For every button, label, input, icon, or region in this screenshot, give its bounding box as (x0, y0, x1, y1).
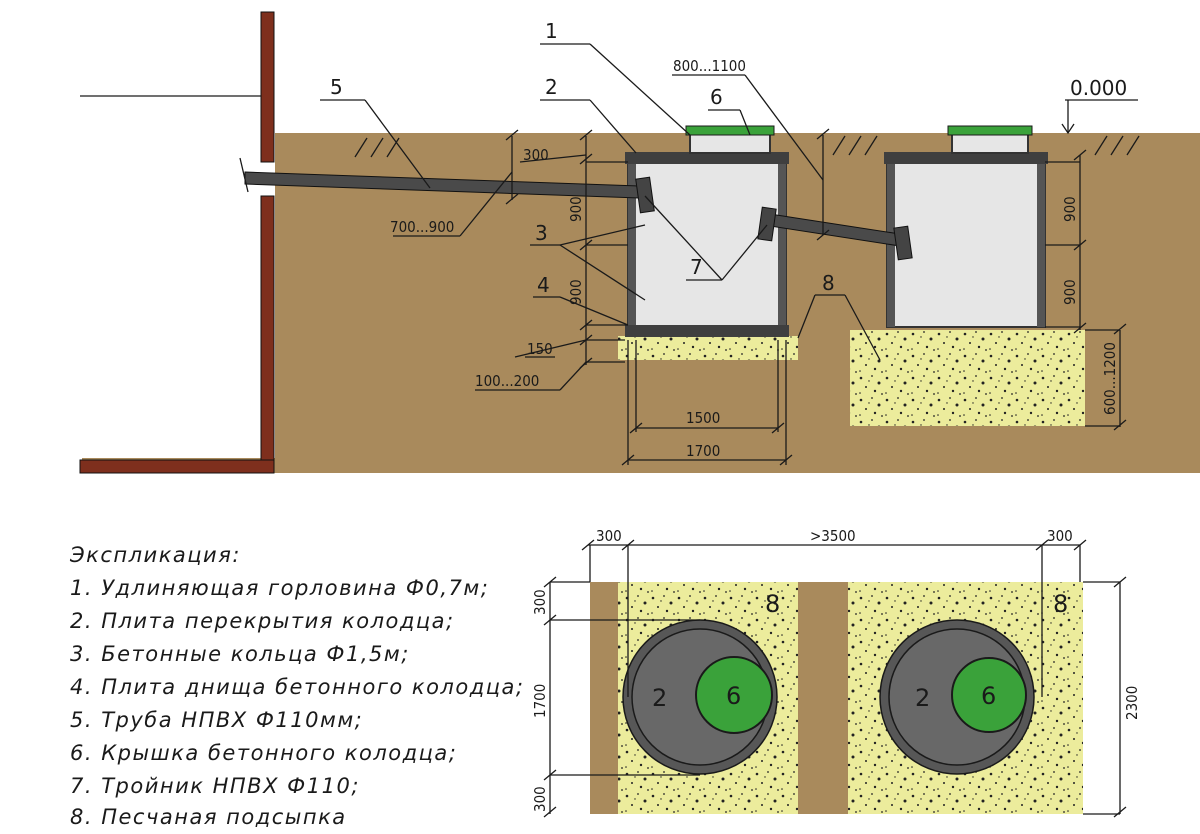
legend-title: Экспликация: (69, 543, 241, 567)
plan-dimension-lines (543, 539, 1127, 818)
callout-1: 1 (545, 19, 558, 43)
bottom-slab-left (625, 325, 789, 337)
plan-dim-right-300: 300 (1047, 527, 1073, 545)
legend-item-4: 4. Плита днища бетонного колодца; (70, 675, 524, 699)
dim-800-1100: 800...1100 (673, 57, 746, 75)
lid-left (685, 125, 775, 136)
plan-label-sand-left: 8 (765, 590, 780, 618)
plan-label-lid-right: 6 (981, 682, 996, 710)
section-dimension-lines (320, 43, 1138, 466)
top-slab-right (884, 152, 1048, 164)
dim-1700-section: 1700 (686, 442, 720, 460)
dim-150: 150 (527, 340, 553, 358)
callout-4: 4 (537, 273, 550, 297)
dim-900-left-lower: 900 (567, 279, 585, 305)
callout-6: 6 (710, 85, 723, 109)
sand-bed-right (850, 330, 1085, 426)
sand-bed-left (618, 336, 798, 360)
house-wall-lower (260, 195, 275, 473)
plan-well-left-lid (695, 656, 773, 734)
ground-hatch (354, 135, 1140, 158)
dim-900-right-lower: 900 (1061, 279, 1079, 305)
dim-100-200: 100...200 (475, 372, 539, 390)
legend-item-6: 6. Крышка бетонного колодца; (70, 741, 457, 765)
dim-600-1200: 600...1200 (1101, 342, 1119, 415)
callout-8: 8 (822, 271, 835, 295)
plan-label-lid-left: 6 (726, 682, 741, 710)
dim-1500: 1500 (686, 409, 720, 427)
plan-dim-span: >3500 (810, 527, 856, 545)
legend-item-1: 1. Удлиняющая горловина Ф0,7м; (70, 576, 489, 600)
legend-item-5: 5. Труба НПВХ Ф110мм; (70, 708, 363, 732)
callout-3: 3 (535, 221, 548, 245)
plan-label-slab-left: 2 (652, 684, 667, 712)
dim-900-right-upper: 900 (1061, 196, 1079, 222)
legend-item-7: 7. Тройник НПВХ Ф110; (70, 774, 360, 798)
dim-300-top: 300 (523, 146, 549, 164)
legend-item-3: 3. Бетонные кольца Ф1,5м; (70, 642, 410, 666)
legend: Экспликация: 1. Удлиняющая горловина Ф0,… (69, 543, 524, 829)
plan-label-slab-right: 2 (915, 684, 930, 712)
well-right (884, 125, 1048, 328)
plan-dim-bot-300: 300 (531, 786, 549, 812)
plan-dim-left-300: 300 (596, 527, 622, 545)
section-labels: 1 2 3 4 5 6 7 8 0.000 300 700...900 150 … (330, 19, 1127, 460)
tee-outlet (757, 206, 777, 242)
plan-dim-top-300: 300 (531, 589, 549, 615)
top-slab-left (625, 152, 789, 164)
section-view (79, 11, 1200, 474)
plan-dim-total-2300: 2300 (1123, 686, 1141, 720)
plan-soil-gap (798, 582, 848, 814)
legend-item-2: 2. Плита перекрытия колодца; (70, 609, 455, 633)
lid-right (947, 125, 1033, 136)
plan-soil-edge-left (590, 582, 618, 814)
plan-label-sand-right: 8 (1053, 590, 1068, 618)
tee-inlet-right (893, 225, 913, 261)
house-wall (260, 11, 275, 163)
dim-900-left-upper: 900 (567, 196, 585, 222)
neck-left (689, 132, 771, 154)
callout-5: 5 (330, 75, 343, 99)
house-foundation (79, 459, 275, 474)
callout-2: 2 (545, 75, 558, 99)
plan-dim-mid-1700: 1700 (531, 684, 549, 718)
plan-view: 300 >3500 300 300 1700 300 2300 2 6 2 6 … (531, 527, 1141, 818)
dim-700-900: 700...900 (390, 218, 454, 236)
level-mark: 0.000 (1070, 76, 1127, 100)
callout-7: 7 (690, 255, 703, 279)
plan-well-right-lid (951, 657, 1027, 733)
well-left (625, 125, 789, 337)
legend-item-8: 8. Песчаная подсыпка (70, 805, 347, 829)
neck-right (951, 132, 1029, 154)
tee-inlet (635, 176, 655, 214)
